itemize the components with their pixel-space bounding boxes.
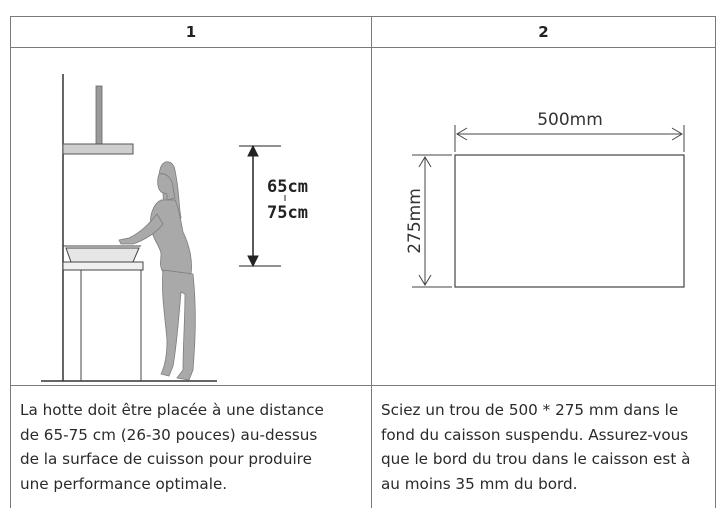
column-header-2: 2 xyxy=(538,23,549,41)
cutout-rectangle xyxy=(454,154,685,288)
description-2: Sciez un trou de 500 * 275 mm dans le fo… xyxy=(381,398,713,496)
figure-divider xyxy=(10,385,716,386)
column-header-1: 1 xyxy=(185,23,197,41)
hood-height-illustration: 65cm 75cm xyxy=(41,74,308,382)
distance-label-min: 65cm xyxy=(267,177,308,197)
table-top-border xyxy=(10,16,716,17)
range-hood xyxy=(62,85,134,155)
description-1: La hotte doit être placée à une distance… xyxy=(20,398,365,496)
height-label: 275mm xyxy=(405,188,425,254)
person-silhouette xyxy=(118,161,196,381)
description-2-line: au moins 35 mm du bord. xyxy=(381,474,578,493)
table-right-border xyxy=(715,16,716,508)
width-label: 500mm xyxy=(537,110,603,130)
height-dimension-2 xyxy=(412,154,452,288)
description-2-line: fond du caisson suspendu. Assurez-vous xyxy=(381,425,689,444)
table-left-border xyxy=(10,16,11,508)
cutout-dimensions-diagram: 500mm 275mm xyxy=(405,110,685,288)
description-2-line: que le bord du trou dans le caisson est … xyxy=(381,450,691,468)
description-1-line: de la surface de cuisson pour produire xyxy=(20,450,312,468)
height-dimension xyxy=(239,144,286,268)
description-1-line: une performance optimale. xyxy=(20,474,228,493)
cooktop-counter xyxy=(62,245,144,381)
description-1-line: La hotte doit être placée à une distance xyxy=(20,401,324,419)
header-divider xyxy=(10,47,716,48)
description-1-line: de 65-75 cm (26-30 pouces) au-dessus xyxy=(20,425,318,444)
column-divider xyxy=(371,16,372,508)
distance-label-max: 75cm xyxy=(267,203,308,223)
description-2-line: Sciez un trou de 500 * 275 mm dans le xyxy=(381,401,679,419)
width-dimension xyxy=(454,125,685,152)
